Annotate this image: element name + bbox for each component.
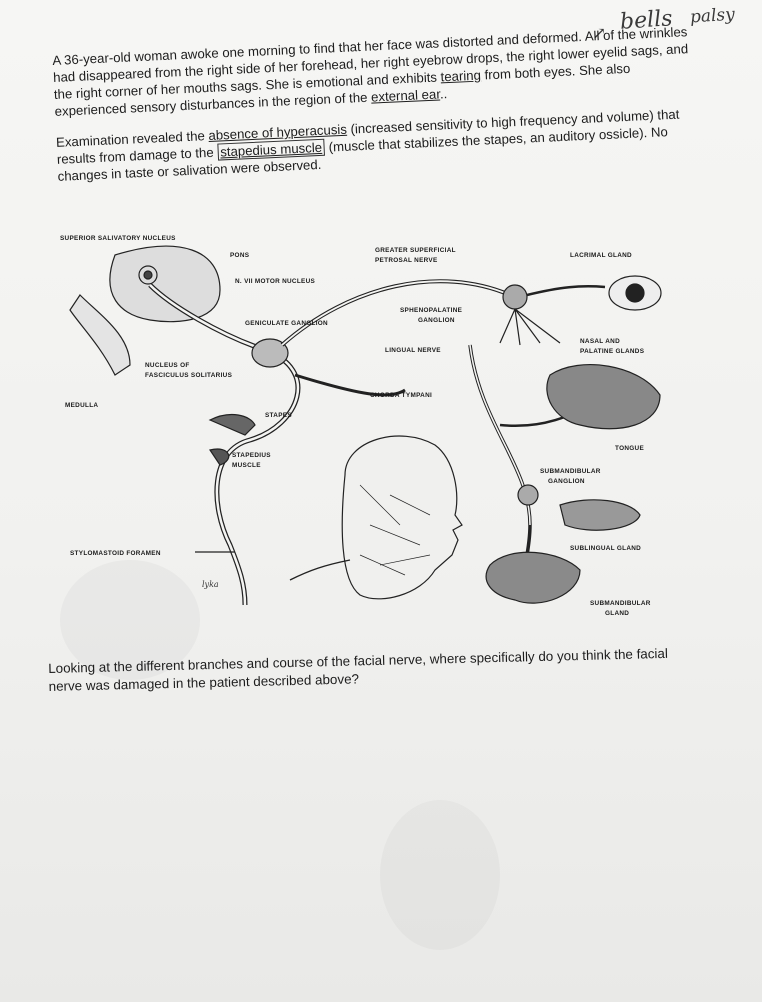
stapes-shape <box>210 415 255 435</box>
external-ear-underlined: external ear <box>371 86 441 104</box>
label-palatine-glands: PALATINE GLANDS <box>580 348 645 355</box>
sphenopalatine-ganglion <box>503 285 527 309</box>
stapedius-muscle-shape <box>210 449 229 465</box>
handwritten-palsy: palsy <box>689 4 735 27</box>
tongue-shape <box>547 365 660 429</box>
lingual-nerve <box>470 345 530 585</box>
label-motor-nucleus: N. VII MOTOR NUCLEUS <box>235 278 316 285</box>
pons-outline <box>110 246 220 322</box>
submandibular-ganglion <box>518 485 538 505</box>
label-submandibular: SUBMANDIBULAR <box>540 468 601 475</box>
label-tongue: TONGUE <box>615 445 644 452</box>
label-pons: PONS <box>230 252 250 259</box>
label-lingual-nerve: LINGUAL NERVE <box>385 347 441 354</box>
bleed-through-shadow <box>380 800 500 950</box>
label-superior-salivatory: SUPERIOR SALIVATORY NUCLEUS <box>60 235 176 242</box>
label-nucleus-of: NUCLEUS OF <box>145 362 190 369</box>
label-gland: GLAND <box>605 610 629 617</box>
label-greater-superficial: GREATER SUPERFICIAL <box>375 247 456 254</box>
label-lacrimal-gland: LACRIMAL GLAND <box>570 252 632 259</box>
label-petrosal-nerve: PETROSAL NERVE <box>375 257 438 264</box>
head-illustration <box>342 436 462 599</box>
handwritten-lyka: lyka <box>202 580 219 589</box>
tearing-underlined: tearing <box>440 68 481 85</box>
label-stapes: STAPES <box>265 412 292 419</box>
absence-hyperacusis-underlined: absence of hyperacusis <box>208 122 347 143</box>
label-sphenopalatine-ganglion: GANGLION <box>418 317 455 324</box>
label-submandibular-gland: SUBMANDIBULAR <box>590 600 651 607</box>
greater-petrosal-nerve <box>282 281 510 345</box>
case-description: A 36-year-old woman awoke one morning to… <box>52 23 698 199</box>
handwritten-pointer <box>290 560 350 580</box>
label-submandibular-ganglion: GANGLION <box>548 478 585 485</box>
submandibular-gland-shape <box>486 552 580 603</box>
case-paragraph-examination: Examination revealed the absence of hype… <box>56 105 698 185</box>
label-nasal-and: NASAL AND <box>580 338 620 345</box>
label-fasciculus: FASCICULUS SOLITARIUS <box>145 372 233 379</box>
label-stylomastoid: STYLOMASTOID FORAMEN <box>70 550 161 557</box>
label-chorda-tympani: CHORDA TYMPANI <box>370 392 432 399</box>
label-sphenopalatine: SPHENOPALATINE <box>400 307 463 314</box>
sublingual-gland-shape <box>560 500 640 530</box>
label-sublingual-gland: SUBLINGUAL GLAND <box>570 545 641 552</box>
label-muscle: MUSCLE <box>232 462 261 469</box>
label-medulla: MEDULLA <box>65 402 98 409</box>
label-geniculate: GENICULATE GANGLION <box>245 320 328 327</box>
label-stapedius: STAPEDIUS <box>232 452 271 459</box>
facial-nerve-diagram: SUPERIOR SALIVATORY NUCLEUS PONS GREATER… <box>60 225 670 635</box>
